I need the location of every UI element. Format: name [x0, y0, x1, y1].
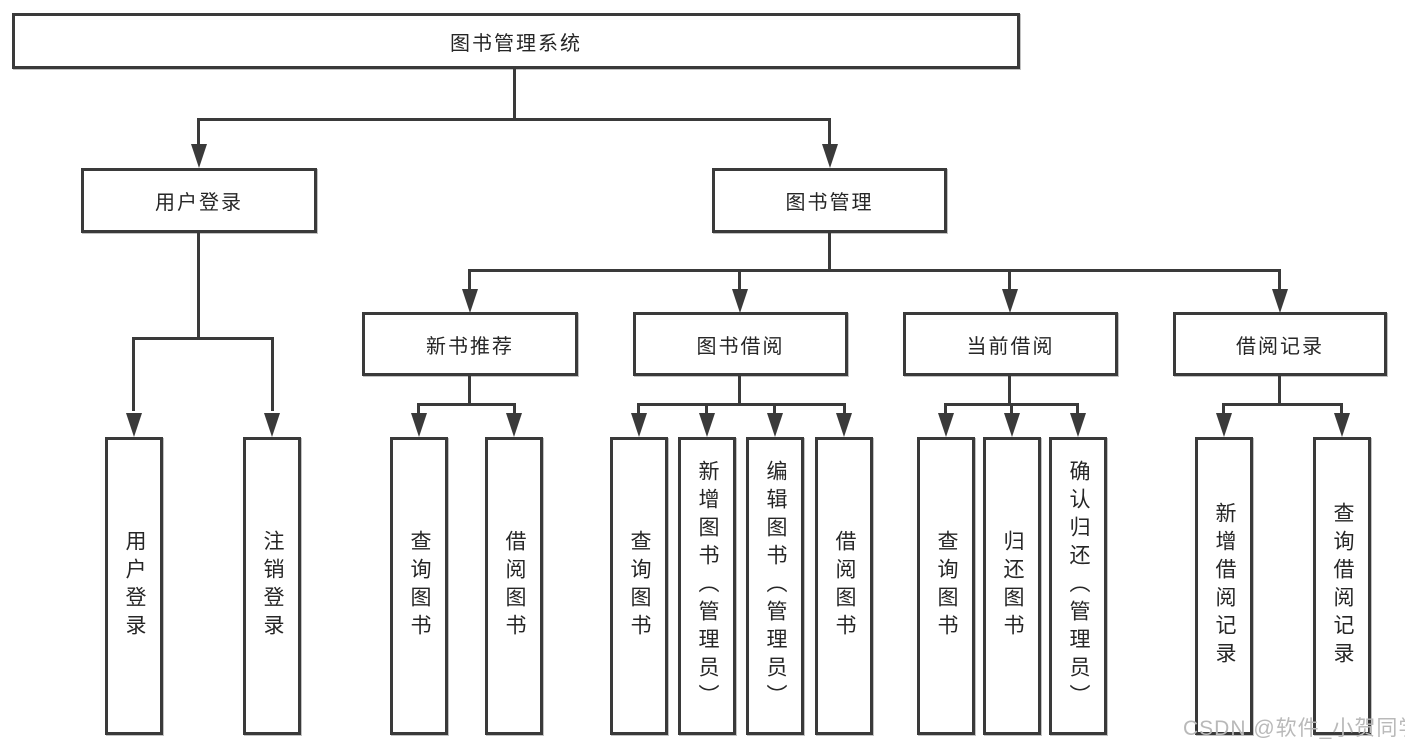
- edge-borrow-records-drop-1: [1222, 403, 1225, 416]
- leaf-edit-book-admin: 编辑图书（管理员）: [746, 437, 804, 735]
- edge-new-book-drop-1: [417, 403, 420, 416]
- leaf-add-book-admin: 新增图书（管理员）: [678, 437, 736, 735]
- edge-root-stem: [513, 69, 516, 120]
- arrow-down-icon: [767, 413, 783, 437]
- edge-user-login-split: [132, 337, 274, 340]
- edge-book-borrow-drop-1: [637, 403, 640, 416]
- node-label: 用户登录: [155, 192, 243, 214]
- edge-book-mgmt-drop-3: [1008, 269, 1011, 293]
- node-label: 归还图书: [1001, 530, 1024, 642]
- edge-borrow-records-drop-2: [1340, 403, 1343, 416]
- edge-current-borrow-drop-1: [944, 403, 947, 416]
- node-label: 借阅图书: [833, 530, 856, 642]
- arrow-down-icon: [411, 413, 427, 437]
- node-label: 图书借阅: [696, 335, 785, 358]
- node-label: 确认归还（管理员）: [1067, 460, 1090, 712]
- node-new-book-recommend: 新书推荐: [362, 312, 578, 376]
- edge-new-book-split: [417, 403, 516, 406]
- edge-new-book-drop-2: [513, 403, 516, 416]
- leaf-confirm-return-admin: 确认归还（管理员）: [1049, 437, 1107, 735]
- edge-book-borrow-drop-3: [773, 403, 776, 416]
- arrow-down-icon: [126, 413, 142, 437]
- arrow-down-icon: [1334, 413, 1350, 437]
- arrow-down-icon: [506, 413, 522, 437]
- node-label: 编辑图书（管理员）: [764, 460, 787, 712]
- arrow-down-icon: [264, 413, 280, 437]
- edge-book-mgmt-drop-1: [468, 269, 471, 293]
- edge-new-book-stem: [468, 376, 471, 406]
- node-label: 当前借阅: [966, 335, 1055, 358]
- node-label: 图书管理: [785, 192, 874, 214]
- node-label: 查询图书: [628, 530, 651, 642]
- arrow-down-icon: [938, 413, 954, 437]
- node-book-management: 图书管理: [712, 168, 947, 233]
- node-label: 新增图书（管理员）: [696, 460, 719, 712]
- csdn-watermark: CSDN @软件_小贺同学: [1183, 717, 1405, 740]
- arrow-down-icon: [1002, 289, 1018, 313]
- leaf-logout-login: 注销登录: [243, 437, 301, 735]
- node-label: 查询图书: [935, 530, 958, 642]
- edge-borrow-records-stem: [1278, 376, 1281, 406]
- arrow-down-icon: [1272, 289, 1288, 313]
- node-borrow-records: 借阅记录: [1173, 312, 1387, 376]
- arrow-down-icon: [1216, 413, 1232, 437]
- leaf-add-borrow-record: 新增借阅记录: [1195, 437, 1253, 735]
- edge-current-borrow-stem: [1008, 376, 1011, 406]
- arrow-down-icon: [822, 144, 838, 168]
- arrow-down-icon: [1070, 413, 1086, 437]
- node-label: 新增借阅记录: [1213, 502, 1236, 670]
- arrow-down-icon: [191, 144, 207, 168]
- node-book-borrow: 图书借阅: [633, 312, 848, 376]
- edge-current-borrow-drop-3: [1076, 403, 1079, 416]
- leaf-user-login: 用户登录: [105, 437, 163, 735]
- leaf-borrow-books-recommend: 借阅图书: [485, 437, 543, 735]
- arrow-down-icon: [462, 289, 478, 313]
- leaf-borrow-books: 借阅图书: [815, 437, 873, 735]
- arrow-down-icon: [631, 413, 647, 437]
- arrow-down-icon: [836, 413, 852, 437]
- node-label: 查询借阅记录: [1331, 502, 1354, 670]
- arrow-down-icon: [1004, 413, 1020, 437]
- edge-user-login-stem: [197, 233, 200, 339]
- node-label: 注销登录: [261, 530, 284, 642]
- node-label: 借阅记录: [1236, 335, 1324, 358]
- edge-book-mgmt-stem: [828, 233, 831, 272]
- edge-book-borrow-stem: [738, 376, 741, 406]
- edge-book-borrow-split: [637, 403, 846, 406]
- edge-book-borrow-drop-2: [705, 403, 708, 416]
- leaf-query-books-current: 查询图书: [917, 437, 975, 735]
- edge-book-mgmt-drop-2: [738, 269, 741, 293]
- node-user-login: 用户登录: [81, 168, 317, 233]
- leaf-query-books-recommend: 查询图书: [390, 437, 448, 735]
- arrow-down-icon: [732, 289, 748, 313]
- arrow-down-icon: [699, 413, 715, 437]
- leaf-query-borrow-record: 查询借阅记录: [1313, 437, 1371, 735]
- leaf-query-books-borrow: 查询图书: [610, 437, 668, 735]
- node-current-borrow: 当前借阅: [903, 312, 1118, 376]
- edge-current-borrow-drop-2: [1010, 403, 1013, 416]
- edge-book-mgmt-drop-4: [1278, 269, 1281, 293]
- edge-book-borrow-drop-4: [843, 403, 846, 416]
- edge-root-split: [197, 118, 831, 121]
- edge-borrow-records-split: [1222, 403, 1343, 406]
- node-library-management-system: 图书管理系统: [12, 13, 1020, 69]
- edge-book-mgmt-split: [468, 269, 1281, 272]
- leaf-return-books: 归还图书: [983, 437, 1041, 735]
- node-label: 用户登录: [123, 530, 146, 642]
- node-label: 查询图书: [408, 530, 431, 642]
- edge-user-login-drop-2: [271, 337, 274, 411]
- node-label: 借阅图书: [503, 530, 526, 642]
- node-label: 图书管理系统: [450, 32, 582, 55]
- edge-user-login-drop-1: [132, 337, 135, 411]
- edge-root-left-drop: [197, 118, 200, 148]
- edge-root-right-drop: [828, 118, 831, 148]
- node-label: 新书推荐: [426, 335, 514, 358]
